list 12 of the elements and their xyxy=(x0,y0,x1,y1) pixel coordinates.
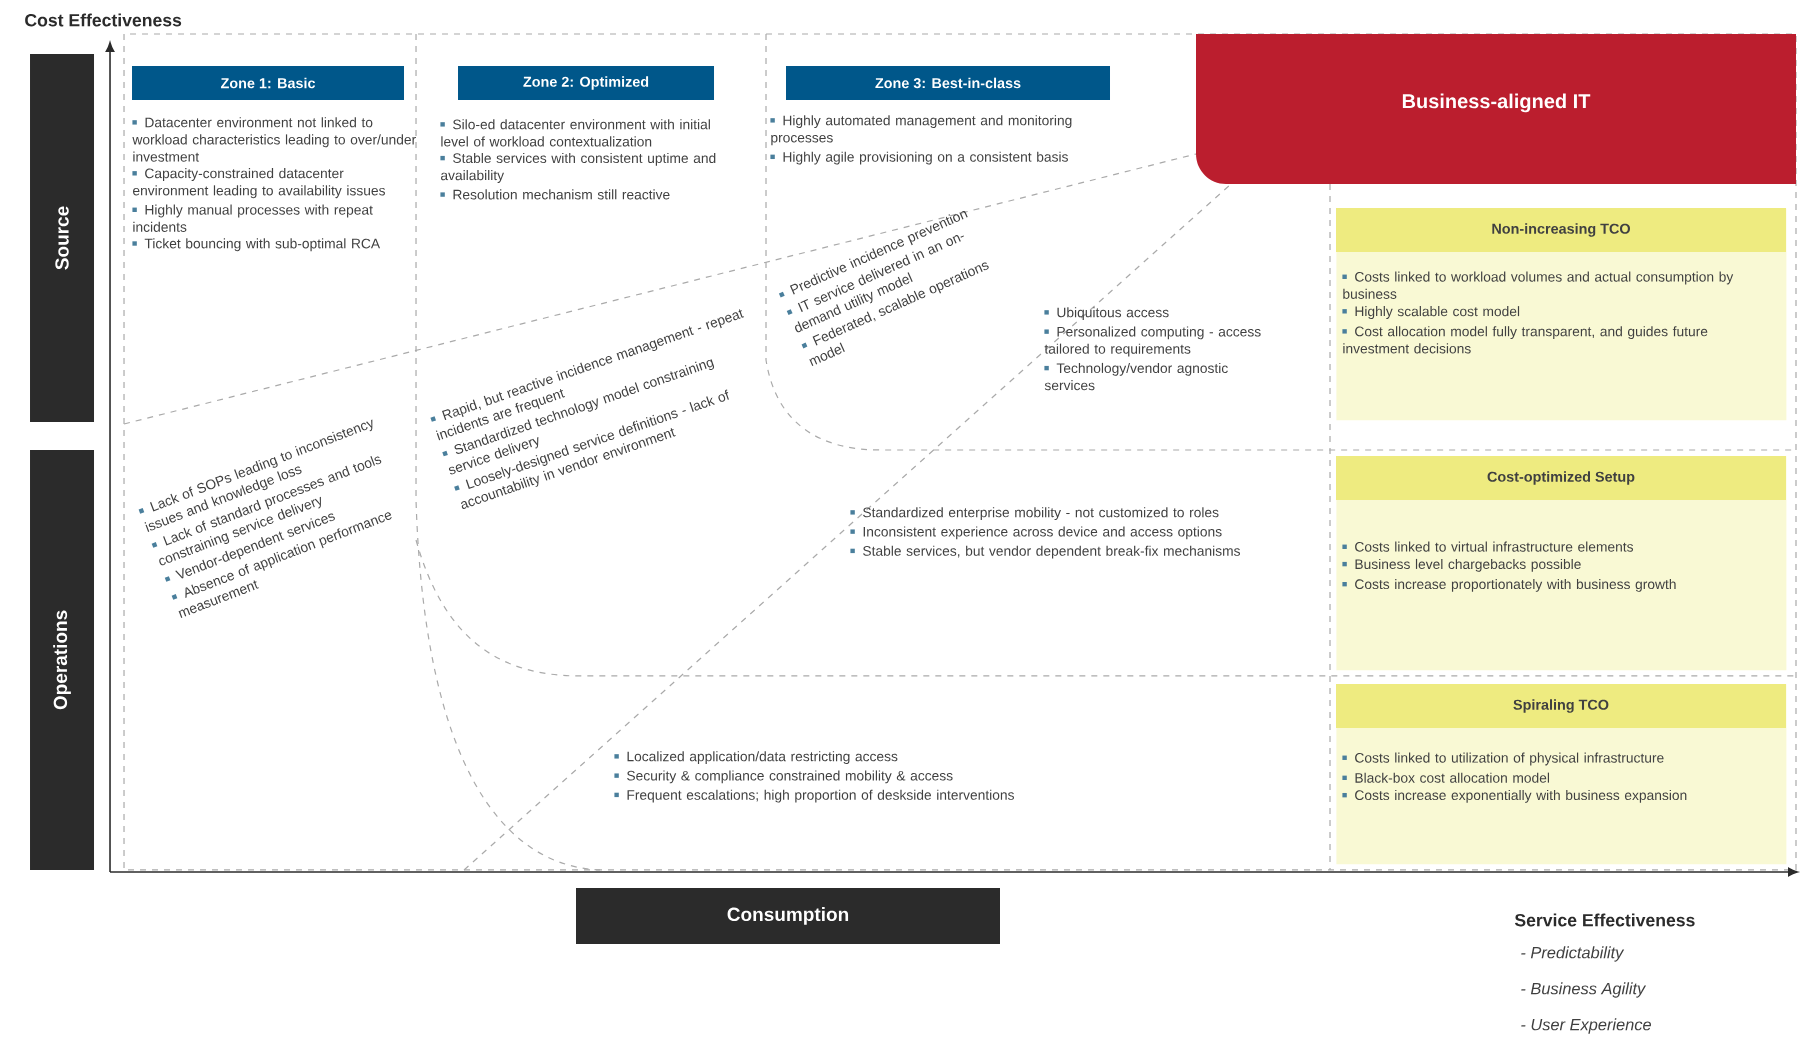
axis-band: Consumption xyxy=(576,887,1000,944)
axis-subtitle: - Predictability xyxy=(1521,946,1625,962)
axis-subtitle: - Business Agility xyxy=(1521,982,1647,998)
axis-band: Source xyxy=(30,54,94,422)
axis-band: Operations xyxy=(30,450,94,870)
target-box: Business-aligned IT xyxy=(1196,34,1796,184)
cost-panel xyxy=(1336,683,1787,865)
cost-panel xyxy=(1336,455,1787,671)
axis-subtitle: - User Experience xyxy=(1521,1018,1651,1034)
axis-title: Cost Effectiveness xyxy=(25,13,182,27)
cost-panel xyxy=(1336,208,1787,421)
axis-title: Service Effectiveness xyxy=(1514,913,1695,927)
